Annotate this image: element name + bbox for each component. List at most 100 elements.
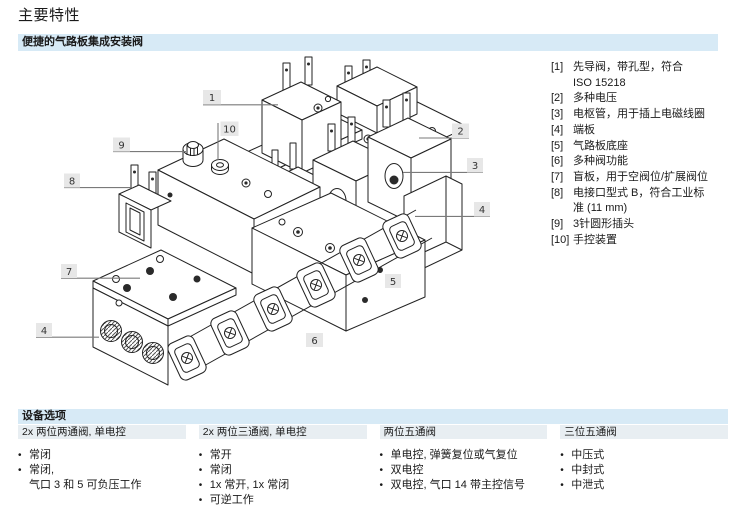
legend-item: [2] 多种电压 xyxy=(551,91,729,107)
callout-2: 2 xyxy=(419,123,469,139)
legend-text: 多种电压 xyxy=(573,92,617,105)
svg-text:4: 4 xyxy=(479,205,485,216)
callout-7: 7 xyxy=(61,264,140,279)
legend-item: [3] 电枢管，用于插上电磁线圈 xyxy=(551,107,729,123)
manual-override-drawing xyxy=(211,159,229,175)
legend-ref: [9] xyxy=(551,218,564,231)
list-item: •常闭 xyxy=(198,464,232,476)
legend-text: 多种阀功能 xyxy=(573,155,628,168)
list-item: •中封式 xyxy=(560,464,605,476)
legend-ref: [6] xyxy=(551,155,564,168)
list-item: •常开 xyxy=(198,449,232,461)
options-list: •常闭 •常闭, 气口 3 和 5 可负压工作 xyxy=(18,448,186,493)
legend-item: [10] 手控装置 xyxy=(551,233,729,249)
bullet-marker: • xyxy=(560,465,564,476)
callout-3: 3 xyxy=(403,158,483,173)
options-column-header: 2x 两位两通阀, 单电控 xyxy=(18,425,186,439)
bullet-marker: • xyxy=(198,480,203,491)
legend-text: 先导阀，带孔型，符合 ISO 15218 xyxy=(573,61,683,89)
svg-text:3: 3 xyxy=(472,161,478,172)
options-title: 设备选项 xyxy=(18,409,728,424)
callout-5: 5 xyxy=(385,274,401,288)
bullet-marker: • xyxy=(18,465,22,476)
svg-text:6: 6 xyxy=(311,336,317,347)
manifold-block-drawing xyxy=(92,287,169,386)
svg-text:7: 7 xyxy=(66,267,72,278)
legend-text: 手控装置 xyxy=(573,233,617,246)
legend-text: 电枢管，用于插上电磁线圈 xyxy=(573,108,705,121)
callout-1: 1 xyxy=(203,90,278,106)
legend-ref: [1] xyxy=(551,61,564,73)
svg-text:4: 4 xyxy=(41,326,47,337)
options-list: •单电控, 弹簧复位或气复位 •双电控 •双电控, 气口 14 带主控信号 xyxy=(380,448,548,493)
legend-item: [8] 电接口型式 B，符合工业标 准 (11 mm) xyxy=(551,186,729,217)
callout-10: 10 xyxy=(217,121,239,160)
legend-item: [7] 盲板，用于空阀位/扩展阀位 xyxy=(551,170,729,186)
bullet-marker: • xyxy=(379,450,384,461)
list-item: •常闭, 气口 3 和 5 可负压工作 xyxy=(18,464,142,491)
svg-text:9: 9 xyxy=(118,141,124,152)
callout-6: 6 xyxy=(306,333,323,347)
options-column-header: 2x 两位三通阀, 单电控 xyxy=(198,425,367,439)
legend-item: [1] 先导阀，带孔型，符合 ISO 15218 xyxy=(551,60,729,91)
legend-item: [5] 气路板底座 xyxy=(551,139,729,155)
figure-legend: [1] 先导阀，带孔型，符合 ISO 15218 [2] 多种电压 [3] 电枢… xyxy=(551,60,729,248)
page-title: 主要特性 xyxy=(18,7,81,24)
bullet-marker: • xyxy=(560,450,564,461)
list-item: •1x 常开, 1x 常闭 xyxy=(198,479,290,491)
legend-ref: [10] xyxy=(551,233,570,246)
legend-ref: [7] xyxy=(551,170,564,183)
bullet-marker: • xyxy=(198,465,203,476)
list-item: •双电控, 气口 14 带主控信号 xyxy=(379,479,525,491)
legend-ref: [8] xyxy=(551,186,564,199)
options-column-2x3-valve: 2x 两位三通阀, 单电控 •常开 •常闭 •1x 常开, 1x 常闭 •可逆工… xyxy=(198,425,367,508)
mounting-brackets-drawing xyxy=(167,213,422,381)
legend-text: 盲板，用于空阀位/扩展阀位 xyxy=(573,170,709,183)
round-connector-drawing xyxy=(182,141,204,167)
bullet-marker: • xyxy=(379,480,384,491)
solenoid-coil-front-drawing xyxy=(367,92,452,224)
flat-plug-drawing xyxy=(118,164,172,249)
legend-ref: [2] xyxy=(551,92,564,105)
list-item: •中泄式 xyxy=(560,479,605,491)
list-item: •中压式 xyxy=(560,449,605,461)
options-grid: 2x 两位两通阀, 单电控 •常闭 •常闭, 气口 3 和 5 可负压工作 2x… xyxy=(18,425,728,508)
options-column-5-2-valve: 两位五通阀 •单电控, 弹簧复位或气复位 •双电控 •双电控, 气口 14 带主… xyxy=(379,425,548,508)
svg-text:1: 1 xyxy=(209,93,215,104)
legend-item: [9] 3针圆形插头 xyxy=(551,217,729,233)
options-column-2x2-valve: 2x 两位两通阀, 单电控 •常闭 •常闭, 气口 3 和 5 可负压工作 xyxy=(18,425,186,508)
legend-text: 电接口型式 B，符合工业标 准 (11 mm) xyxy=(573,186,705,215)
svg-text:10: 10 xyxy=(223,125,236,136)
callouts: 1 10 9 8 7 xyxy=(36,90,490,347)
list-item: •可逆工作 xyxy=(198,494,254,506)
callout-4-right: 4 xyxy=(415,202,490,217)
options-section: 设备选项 2x 两位两通阀, 单电控 •常闭 •常闭, 气口 3 和 5 可负压… xyxy=(18,409,728,508)
bullet-marker: • xyxy=(560,480,564,491)
options-column-header: 两位五通阀 xyxy=(379,425,548,439)
bullet-marker: • xyxy=(198,450,203,461)
options-column-header: 三位五通阀 xyxy=(560,425,728,439)
options-list: •中压式 •中封式 •中泄式 xyxy=(560,448,728,493)
legend-text: 端板 xyxy=(573,123,595,136)
options-column-5-3-valve: 三位五通阀 •中压式 •中封式 •中泄式 xyxy=(560,425,728,508)
bullet-marker: • xyxy=(379,465,384,476)
list-item: •单电控, 弹簧复位或气复位 xyxy=(379,449,518,461)
legend-text: 气路板底座 xyxy=(573,139,628,152)
callout-9: 9 xyxy=(113,137,186,153)
list-item: •常闭 xyxy=(18,449,51,461)
callout-8: 8 xyxy=(64,173,133,189)
feature-banner: 便捷的气路板集成安装阀 xyxy=(18,34,718,51)
legend-ref: [3] xyxy=(551,108,564,121)
legend-text: 3针圆形插头 xyxy=(573,218,635,231)
bullet-marker: • xyxy=(198,495,203,506)
legend-item: [6] 多种阀功能 xyxy=(551,154,729,170)
bullet-marker: • xyxy=(18,450,22,461)
manifold-blind-plate-drawing xyxy=(92,249,237,327)
list-item: •双电控 xyxy=(379,464,424,476)
options-list: •常开 •常闭 •1x 常开, 1x 常闭 •可逆工作 xyxy=(199,448,367,508)
legend-ref: [5] xyxy=(551,139,564,152)
legend-ref: [4] xyxy=(551,123,564,136)
legend-item: [4] 端板 xyxy=(551,123,729,139)
